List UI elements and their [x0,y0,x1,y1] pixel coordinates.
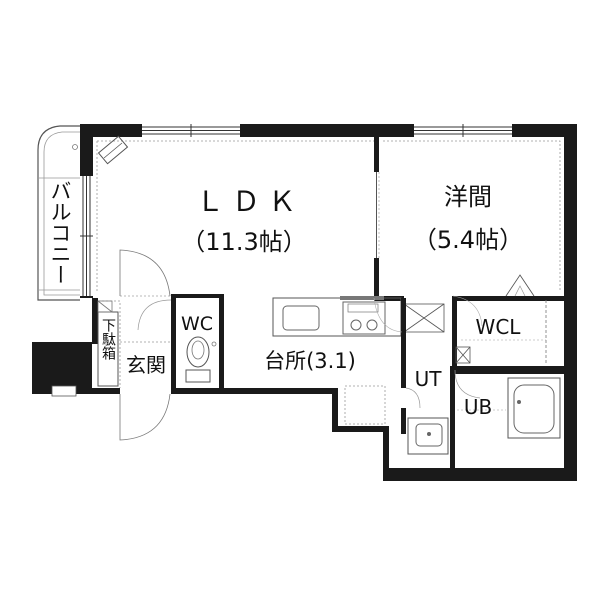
shoe-box-label: 下駄箱 [100,318,116,360]
balcony: バルコニー [37,125,80,301]
wash-basin-icon [415,423,443,447]
air-conditioner-icon [97,135,129,165]
balcony-label: バルコニー [48,180,72,285]
western-room-name: 洋間 [444,183,492,211]
wcl-label: WCL [476,315,522,339]
pipe-shaft [403,303,471,364]
ldk-name: ＬＤＫ [196,185,304,218]
window-western [414,124,512,137]
walls [32,124,577,481]
toilet-icon [186,336,210,368]
kitchen-sink-icon [282,305,320,331]
refrigerator-space [344,385,386,425]
wc-label: WC [181,313,213,335]
ldk-area: （11.3帖） [181,228,306,256]
kitchen-counter [272,296,402,337]
bath-walls [401,298,564,468]
washroom: UT [407,367,449,455]
entrance-label: 玄関 [126,353,166,377]
toilet-room: WC [171,294,224,388]
western-room-area: （5.4帖） [413,226,523,254]
bathtub-icon [513,384,555,434]
kitchen-label: 台所(3.1) [264,349,356,373]
window-ldk [142,124,240,137]
ub-label: UB [464,395,492,419]
drain-icon [72,144,78,150]
ut-label: UT [415,367,443,391]
stove-icon [342,301,386,335]
bathroom: UB [457,377,561,439]
partition-ldk-western [374,137,380,298]
walk-in-closet: WCL [452,274,564,371]
entrance: 下駄箱 玄関 [51,249,172,441]
balcony-door [80,176,93,296]
